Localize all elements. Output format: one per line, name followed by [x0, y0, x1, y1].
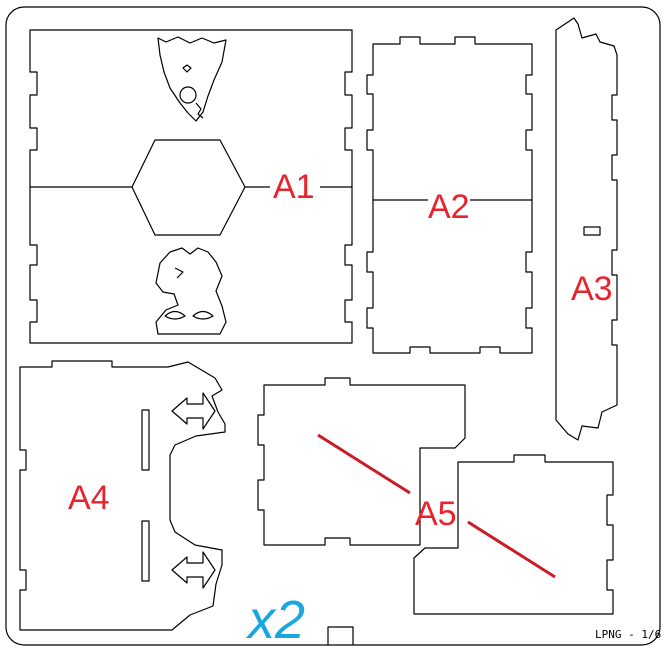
panel-label-a1: A1 — [273, 168, 315, 206]
gargoyle-ornament — [157, 36, 227, 122]
panel-label-a2: A2 — [428, 188, 470, 226]
sheet-border — [5, 6, 661, 646]
panel-a2: A2 — [366, 36, 533, 354]
footer-code: LPNG - 1/6 — [595, 628, 661, 641]
panel-label-a4: A4 — [68, 479, 110, 517]
score-line-upper — [317, 433, 411, 495]
small-tab — [327, 626, 354, 645]
panel-label-a3: A3 — [571, 270, 613, 308]
panel-a4: A4 — [19, 360, 226, 631]
panel-a3: A3 — [555, 17, 618, 441]
panel-a1: A1 — [29, 29, 353, 344]
panel-a5: A5 — [257, 377, 614, 615]
dragon-ornament — [155, 247, 227, 335]
panel-label-a5: A5 — [415, 495, 457, 533]
quantity-multiplier: x2 — [245, 590, 305, 650]
score-line-lower — [467, 520, 556, 579]
